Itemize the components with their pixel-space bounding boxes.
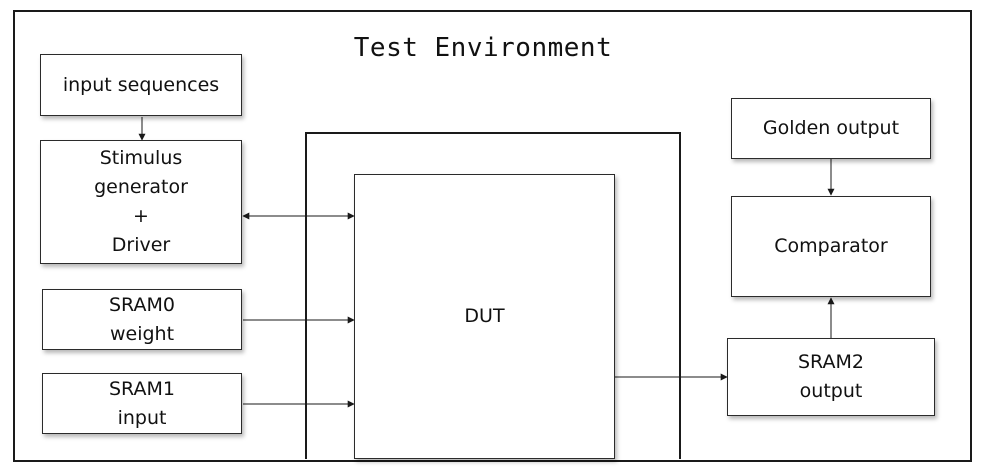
comparator-block: Comparator [731,196,931,297]
sram1-line-1: SRAM1 [109,377,175,400]
dut-label: DUT [464,305,505,327]
golden-output-label: Golden output [762,117,900,139]
stimulus-line-4: Driver [111,234,171,256]
stimulus-generator-driver-block: Stimulus generator + Driver [40,140,242,264]
stimulus-line-3: + [133,205,149,227]
comparator-label: Comparator [774,235,888,257]
input-sequences-block: input sequences [40,54,242,116]
sram0-line-1: SRAM0 [109,293,175,316]
golden-output-block: Golden output [731,98,931,159]
test-environment-frame [13,10,972,462]
sram0-weight-block: SRAM0 weight [42,289,242,350]
sram1-input-block: SRAM1 input [42,373,242,434]
dut-block: DUT [354,174,615,459]
stimulus-line-1: Stimulus [99,147,183,169]
sram0-line-2: weight [109,322,175,345]
input-sequences-label: input sequences [62,73,220,96]
stimulus-line-2: generator [94,176,188,198]
sram2-output-block: SRAM2 output [727,338,935,416]
dut-wrapper-frame [305,132,681,459]
sram2-line-1: SRAM2 [798,351,864,373]
test-environment-title: Test Environment [353,33,613,63]
sram2-line-2: output [799,380,863,402]
sram1-line-2: input [117,406,167,429]
